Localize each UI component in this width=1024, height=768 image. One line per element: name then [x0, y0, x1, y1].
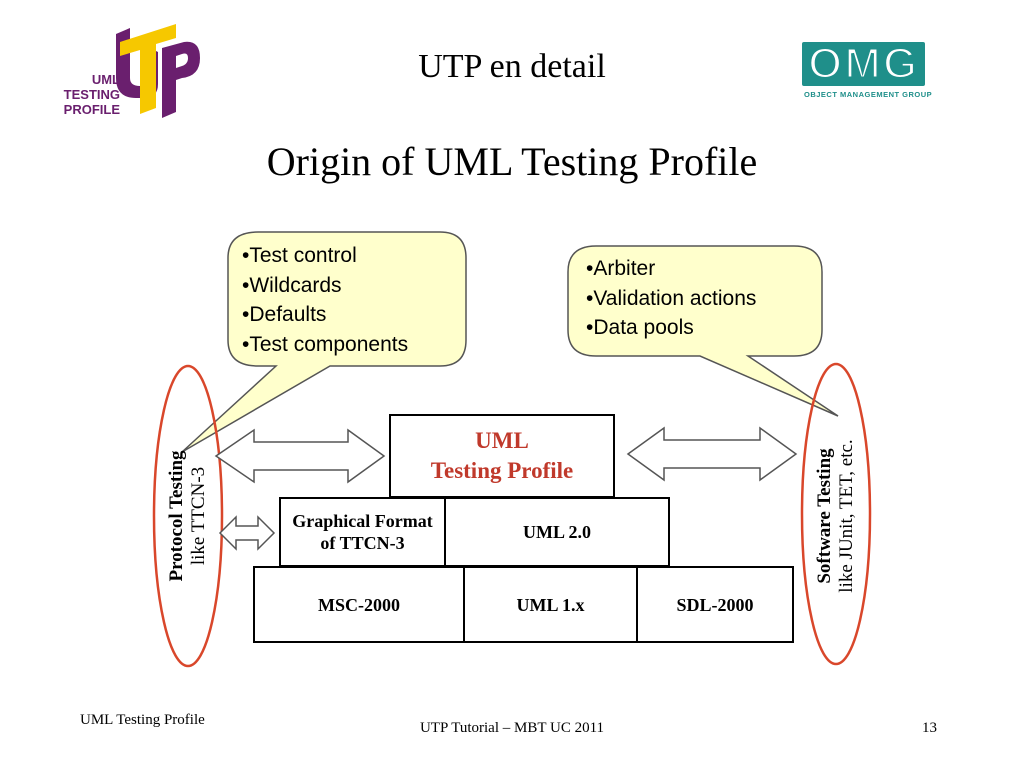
right-side-label: Software Testing like JUnit, TET, etc. [814, 439, 858, 592]
utp-logo: UML TESTING PROFILE [58, 16, 208, 126]
footer-left: UML Testing Profile [80, 712, 205, 728]
graphical-format-line-1: Graphical Format [292, 511, 433, 531]
utp-box: UML Testing Profile [389, 414, 615, 498]
utp-logo-text-line-1: UML [91, 72, 120, 87]
uml1x-box: UML 1.x [463, 566, 638, 643]
footer-center: UTP Tutorial – MBT UC 2011 [419, 720, 605, 736]
left-callout-item: Test control [242, 241, 408, 271]
left-callout-item: Test components [242, 330, 408, 360]
msc-box: MSC-2000 [253, 566, 465, 643]
sdl-box: SDL-2000 [636, 566, 794, 643]
small-double-arrow [218, 515, 276, 551]
uml20-box: UML 2.0 [444, 497, 670, 567]
slide-title: UTP en detail [418, 48, 606, 85]
right-double-arrow [626, 426, 798, 482]
utp-box-line-2: Testing Profile [430, 458, 574, 483]
software-testing-label: Software Testing [814, 448, 835, 584]
slide-subtitle: Origin of UML Testing Profile [266, 139, 758, 184]
right-callout-item: Data pools [586, 313, 756, 343]
omg-logo-wordmark: OMG [802, 40, 926, 87]
left-callout-item: Defaults [242, 300, 408, 330]
omg-logo: OMG OBJECT MANAGEMENT GROUP [800, 40, 950, 102]
left-callout-item: Wildcards [242, 271, 408, 301]
page-number: 13 [922, 720, 937, 736]
graphical-format-box: Graphical Format of TTCN-3 [279, 497, 446, 567]
right-callout-list: Arbiter Validation actions Data pools [586, 254, 756, 343]
omg-logo-subtext: OBJECT MANAGEMENT GROUP [804, 90, 933, 99]
utp-box-line-1: UML [475, 428, 529, 453]
right-ellipse [800, 362, 872, 666]
left-side-label: Protocol Testing like TTCN-3 [166, 450, 210, 581]
utp-logo-text-line-3: PROFILE [63, 102, 120, 117]
left-double-arrow [214, 428, 386, 484]
utp-logo-text-line-2: TESTING [63, 87, 120, 102]
left-callout-list: Test control Wildcards Defaults Test com… [242, 241, 408, 359]
protocol-testing-label: Protocol Testing [166, 450, 187, 582]
like-junit-label: like JUnit, TET, etc. [836, 439, 857, 593]
like-ttcn3-label: like TTCN-3 [188, 466, 209, 566]
right-callout-item: Validation actions [586, 284, 756, 314]
utp-logo-graphic [116, 24, 200, 118]
right-callout-item: Arbiter [586, 254, 756, 284]
graphical-format-line-2: of TTCN-3 [320, 533, 405, 553]
left-ellipse [152, 364, 224, 668]
